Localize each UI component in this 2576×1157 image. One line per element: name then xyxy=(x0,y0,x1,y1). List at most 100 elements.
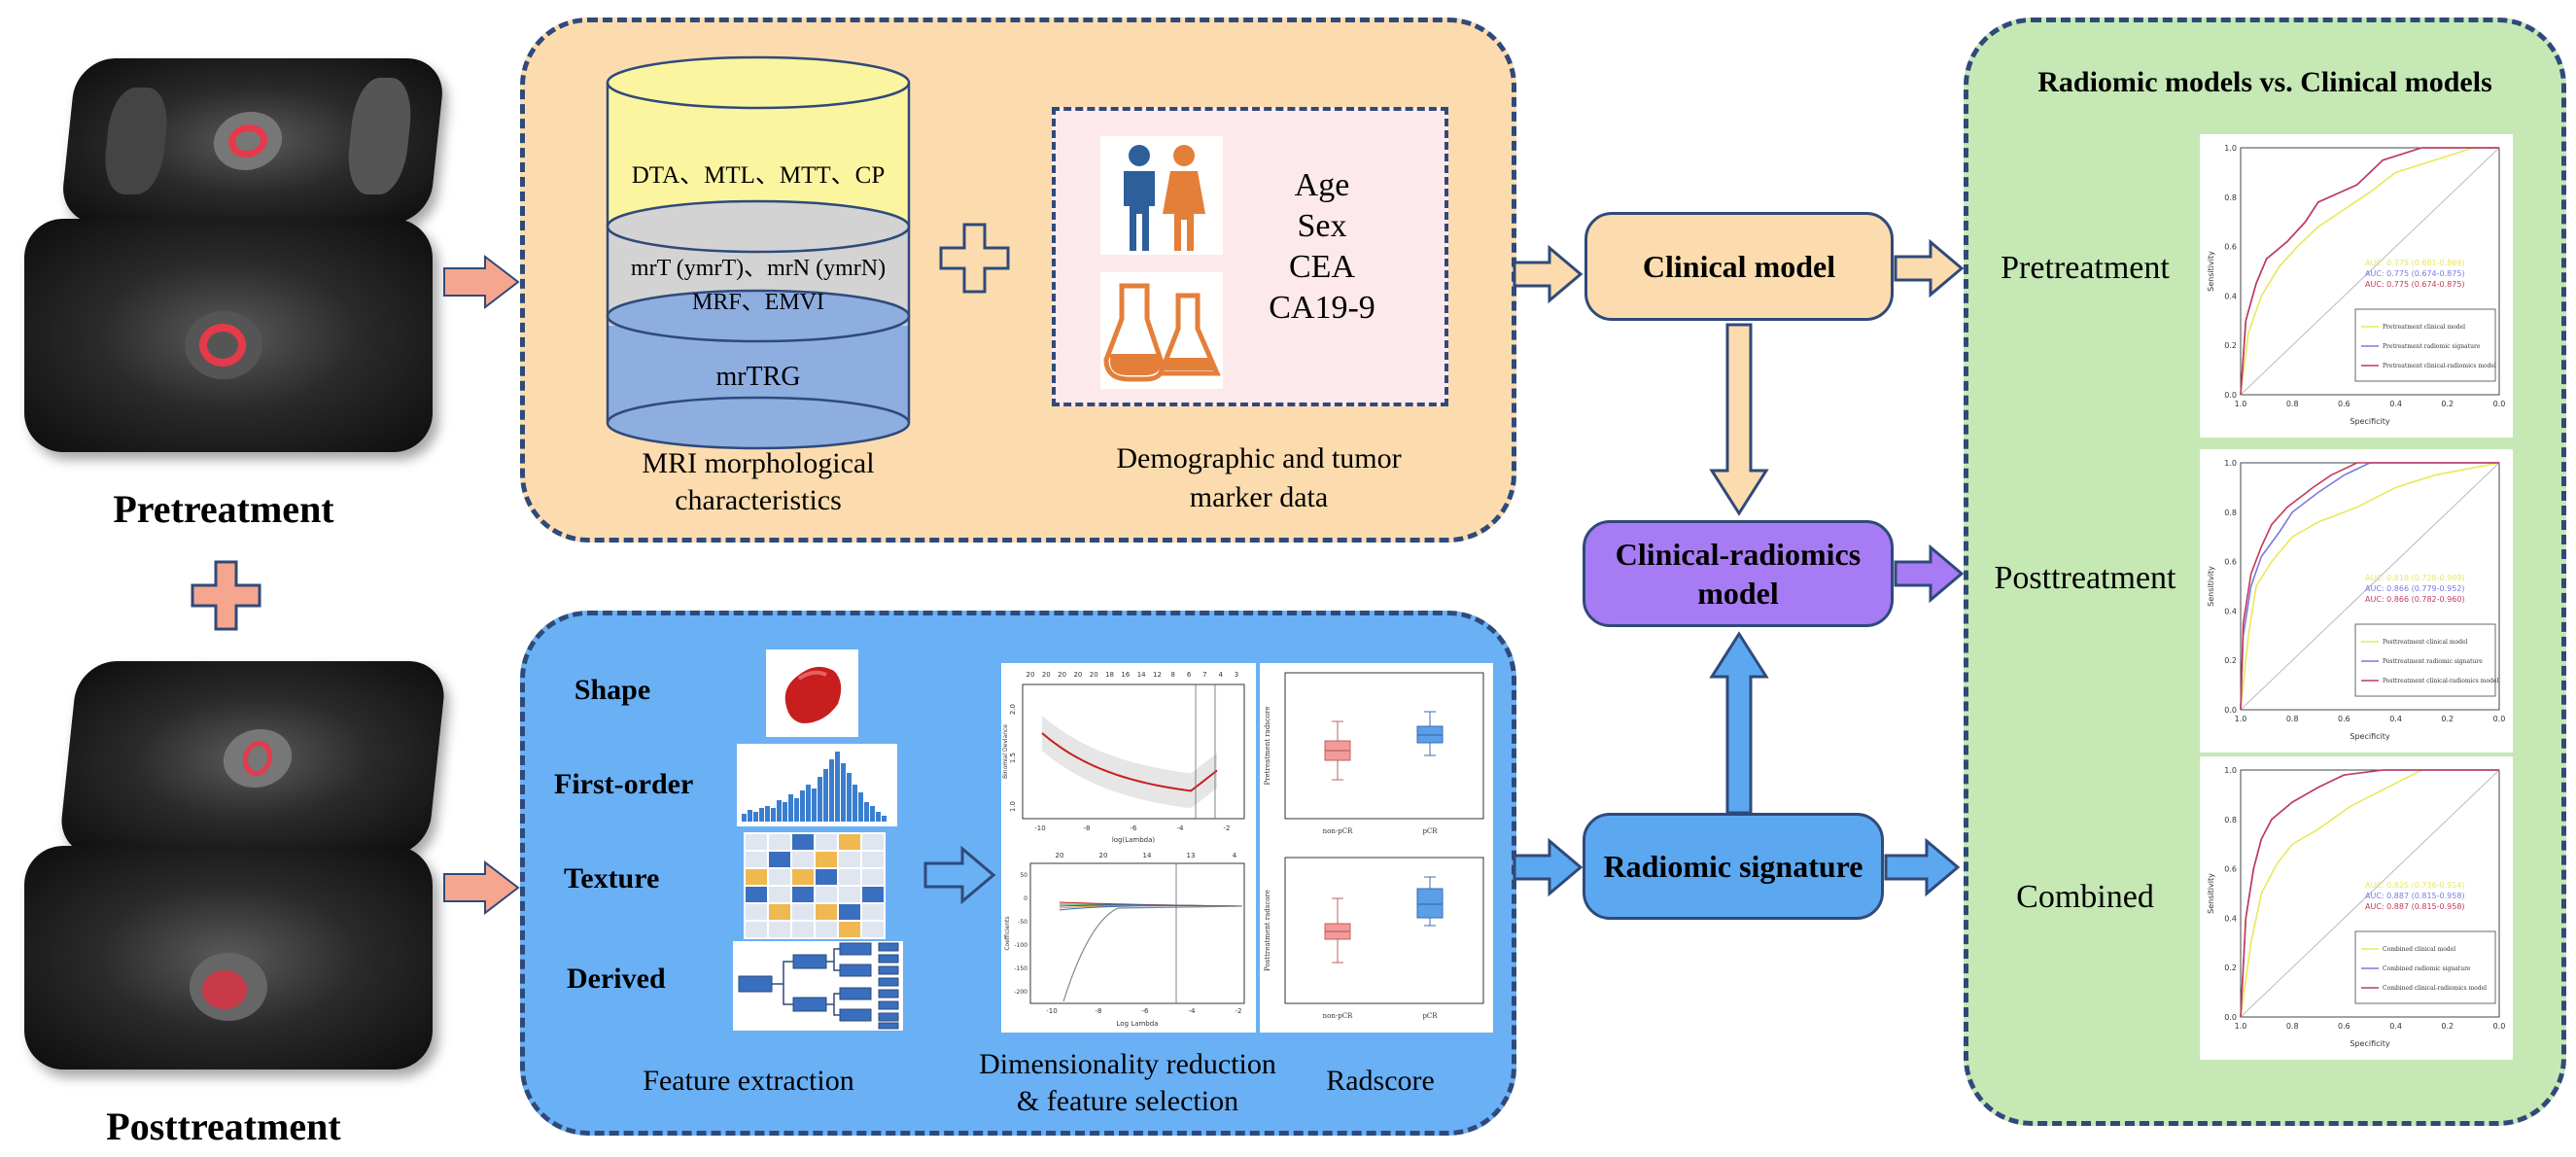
roc-y-tick: 0.0 xyxy=(2224,1013,2237,1022)
roc-y-label: Sensitivity xyxy=(2207,873,2215,914)
roc-x-tick: 0.0 xyxy=(2493,1022,2506,1031)
flask-icon xyxy=(1100,272,1223,389)
roc-legend-label: Pretreatment clinical-radiomics model xyxy=(2383,363,2496,369)
roc-y-tick: 0.2 xyxy=(2224,341,2237,350)
demo-sex: Sex xyxy=(1297,208,1347,244)
roc-legend-label: Posttreatment clinical model xyxy=(2383,639,2468,646)
roc-y-tick: 0.2 xyxy=(2224,964,2237,972)
row-label-posttreatment: Posttreatment xyxy=(1994,560,2176,596)
texture-matrix-icon xyxy=(744,832,886,939)
roc-legend-label: Pretreatment clinical model xyxy=(2383,324,2465,331)
roc-x-label: Specificity xyxy=(2350,1039,2389,1048)
roc-diagonal xyxy=(2240,769,2500,1018)
dim-reduction-caption-1: Dimensionality reduction xyxy=(979,1048,1276,1080)
roc-curve-clinical xyxy=(2240,462,2500,711)
coef-y-tick: -150 xyxy=(1014,965,1027,972)
roc-legend-box xyxy=(2354,930,2496,1004)
lasso-x-tick: -2 xyxy=(1224,824,1231,832)
mri-caption-2: characteristics xyxy=(675,484,842,516)
roc-auc-label: AUC: 0.866 (0.779-0.952) xyxy=(2365,584,2465,593)
roc-y-tick: 0.0 xyxy=(2224,391,2237,400)
roc-x-tick: 0.0 xyxy=(2493,400,2506,408)
roc-auc-label: AUC: 0.866 (0.782-0.960) xyxy=(2365,595,2465,604)
roc-y-tick: 0.8 xyxy=(2224,508,2237,517)
roc-auc-label: AUC: 0.775 (0.674-0.875) xyxy=(2365,280,2465,289)
box-category-label: non-pCR xyxy=(1323,1012,1353,1020)
box-category-label: pCR xyxy=(1422,827,1438,835)
roc-legend-label: Combined clinical model xyxy=(2383,946,2455,953)
lasso-top-tick: 20 xyxy=(1058,671,1066,679)
box-frame xyxy=(1284,857,1484,1004)
demo-cea: CEA xyxy=(1289,249,1355,285)
lasso-top-tick: 14 xyxy=(1137,671,1146,679)
lasso-top-tick: 20 xyxy=(1027,671,1035,679)
coef-y-tick: 50 xyxy=(1020,872,1027,879)
radscore-caption: Radscore xyxy=(1326,1065,1435,1097)
mri-caption-1: MRI morphological xyxy=(642,447,875,479)
coef-x-label: Log Lambda xyxy=(1117,1020,1159,1028)
roc-y-tick: 0.6 xyxy=(2224,865,2237,874)
posttreatment-radscore-boxplot: Posttreatment radscore non-pCR pCR xyxy=(1264,857,1484,1020)
db-label-mrtrg: mrTRG xyxy=(715,362,801,392)
box-category-label: non-pCR xyxy=(1323,827,1353,835)
roc-y-tick: 0.8 xyxy=(2224,193,2237,202)
roc-y-tick: 1.0 xyxy=(2224,459,2237,468)
coef-top-tick: 20 xyxy=(1056,852,1064,859)
arrow-demo-to-clinical xyxy=(1513,244,1584,304)
lasso-top-tick: 12 xyxy=(1153,671,1162,679)
roc-x-tick: 1.0 xyxy=(2235,400,2247,408)
roc-x-tick: 0.8 xyxy=(2286,1022,2299,1031)
roc-auc-label: AUC: 0.887 (0.815-0.958) xyxy=(2365,902,2465,911)
roc-curve-combined xyxy=(2240,147,2499,396)
roc-legend-label: Combined clinical-radiomics model xyxy=(2383,985,2487,992)
feature-first-order: First-order xyxy=(554,768,694,800)
roc-x-tick: 0.4 xyxy=(2389,1022,2402,1031)
coef-y-tick: -100 xyxy=(1014,942,1027,949)
roc-y-tick: 0.4 xyxy=(2224,914,2237,923)
lasso-top-tick: 16 xyxy=(1121,671,1130,679)
box-category-label: pCR xyxy=(1422,1012,1438,1020)
roc-curve-radiomic xyxy=(2240,462,2499,711)
roc-legend-label: Posttreatment clinical-radiomics model xyxy=(2383,678,2498,684)
roc-diagonal xyxy=(2240,462,2500,711)
feature-extraction-caption: Feature extraction xyxy=(643,1065,854,1097)
lasso-top-tick: 18 xyxy=(1105,671,1114,679)
shape-3d-icon xyxy=(766,649,858,737)
arrow-feature-to-selection xyxy=(923,845,996,905)
posttreatment-label: Posttreatment xyxy=(106,1104,341,1148)
coef-x-tick: -10 xyxy=(1046,1007,1057,1015)
roc-curve-combined xyxy=(2240,462,2499,711)
roc-x-label: Specificity xyxy=(2350,417,2389,426)
roc-legend-label: Combined radiomic signature xyxy=(2383,965,2471,972)
pretreatment-label: Pretreatment xyxy=(113,487,334,531)
coef-x-tick: -2 xyxy=(1236,1007,1242,1015)
box-y-label: Posttreatment radscore xyxy=(1264,890,1271,971)
coef-top-tick: 14 xyxy=(1143,852,1152,859)
coef-path xyxy=(1059,905,1243,911)
box-y-label: Pretreatment radscore xyxy=(1264,706,1271,785)
arrow-clinical-down xyxy=(1709,323,1769,516)
lasso-top-tick: 20 xyxy=(1090,671,1098,679)
roc-y-label: Sensitivity xyxy=(2207,251,2215,292)
histogram-icon xyxy=(737,744,897,826)
demo-ca199: CA19-9 xyxy=(1269,290,1375,326)
roc-y-tick: 1.0 xyxy=(2224,766,2237,775)
arrow-post-to-radiomics xyxy=(443,859,520,916)
arrow-signature-to-right xyxy=(1884,837,1961,897)
feature-shape: Shape xyxy=(574,674,651,706)
db-label-morph: DTA、MTL、MTT、CP xyxy=(631,162,886,189)
lasso-x-tick: -6 xyxy=(1131,824,1138,832)
coef-y-tick: 0 xyxy=(1024,895,1027,902)
row-label-combined: Combined xyxy=(2016,879,2154,915)
lasso-y-label: Binomial Deviance xyxy=(1002,724,1009,779)
arrow-cr-to-right xyxy=(1894,543,1965,604)
roc-x-tick: 0.0 xyxy=(2493,715,2506,723)
clinical-model-box: Clinical model xyxy=(1584,212,1894,321)
box-iqr xyxy=(1416,888,1444,919)
arrow-pre-to-mri xyxy=(443,254,520,310)
coef-y-tick: -200 xyxy=(1014,989,1027,996)
clinical-radiomics-model-box: Clinical-radiomics model xyxy=(1583,520,1894,627)
